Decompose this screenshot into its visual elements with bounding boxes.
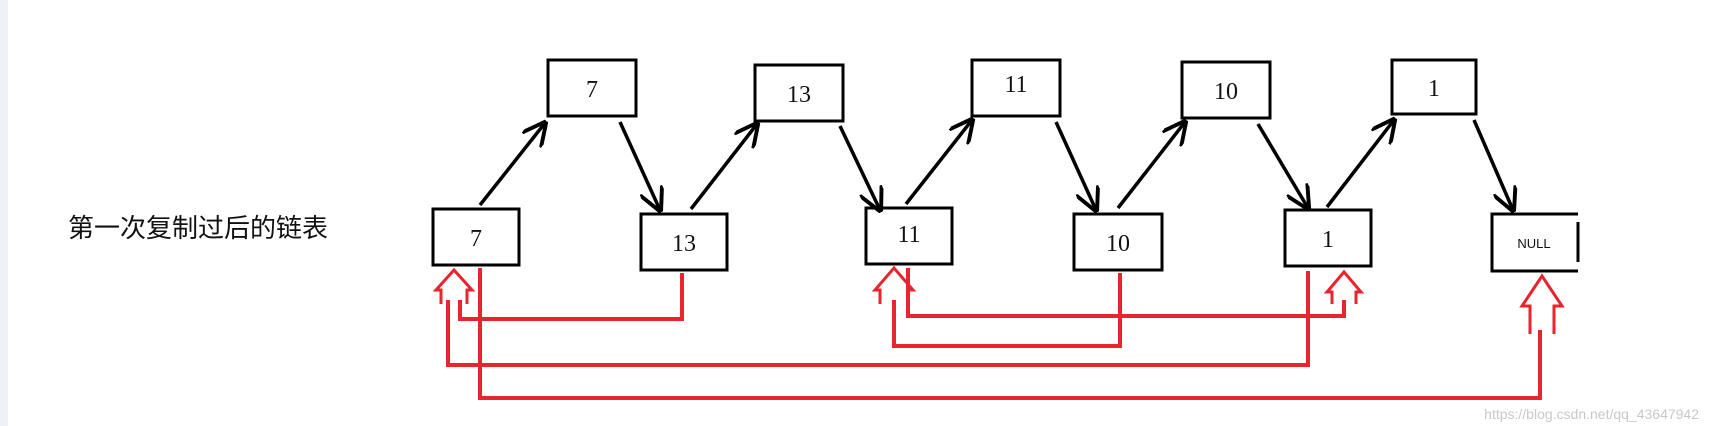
- bottom-node-box: [864, 206, 954, 266]
- left-margin-bar: [0, 0, 8, 426]
- top-node-box: [1390, 58, 1478, 116]
- next-arrow: [618, 121, 660, 210]
- top-node-label: 13: [787, 82, 811, 108]
- next-arrow: [1256, 123, 1308, 208]
- bottom-node-box: [1072, 212, 1164, 272]
- bottom-node-label: 13: [672, 231, 696, 257]
- bottom-node-label: 10: [1106, 231, 1130, 257]
- top-node-box: [1180, 60, 1272, 120]
- random-pointer-line: [478, 268, 1542, 400]
- next-arrow: [838, 125, 880, 210]
- top-node-box: [546, 58, 638, 118]
- top-node-box: [753, 63, 845, 123]
- next-arrow: [1116, 122, 1185, 210]
- top-node-box: [970, 58, 1062, 118]
- next-arrow: [689, 124, 757, 211]
- null-node-label: NULL: [1517, 236, 1550, 251]
- random-pointer-line: [906, 268, 1346, 318]
- top-node-label: 7: [586, 77, 598, 103]
- next-arrow: [1472, 119, 1513, 210]
- bottom-node-box: [1283, 208, 1373, 268]
- random-arrowhead: [1519, 273, 1565, 334]
- bottom-node-label: 1: [1322, 227, 1334, 253]
- top-node-label: 11: [1004, 72, 1027, 98]
- next-arrow: [1325, 120, 1394, 209]
- random-arrowhead: [871, 265, 917, 304]
- random-arrowhead: [1323, 269, 1365, 304]
- diagram-caption: 第一次复制过后的链表: [68, 214, 329, 244]
- bottom-node-label: 11: [897, 222, 920, 248]
- top-node-label: 10: [1214, 79, 1238, 105]
- random-arrowhead: [432, 267, 476, 304]
- null-node-box: [1490, 212, 1580, 273]
- bottom-node-box: [431, 207, 521, 267]
- watermark: https://blog.csdn.net/qq_43647942: [1484, 406, 1699, 422]
- bottom-node-label: 7: [470, 226, 482, 252]
- top-node-label: 1: [1428, 76, 1440, 102]
- bottom-node-box: [639, 212, 729, 272]
- next-arrow: [478, 123, 545, 207]
- next-arrow: [1054, 121, 1096, 210]
- random-pointer-line: [892, 273, 1122, 348]
- next-arrow: [904, 120, 972, 206]
- random-pointer-line: [458, 273, 684, 321]
